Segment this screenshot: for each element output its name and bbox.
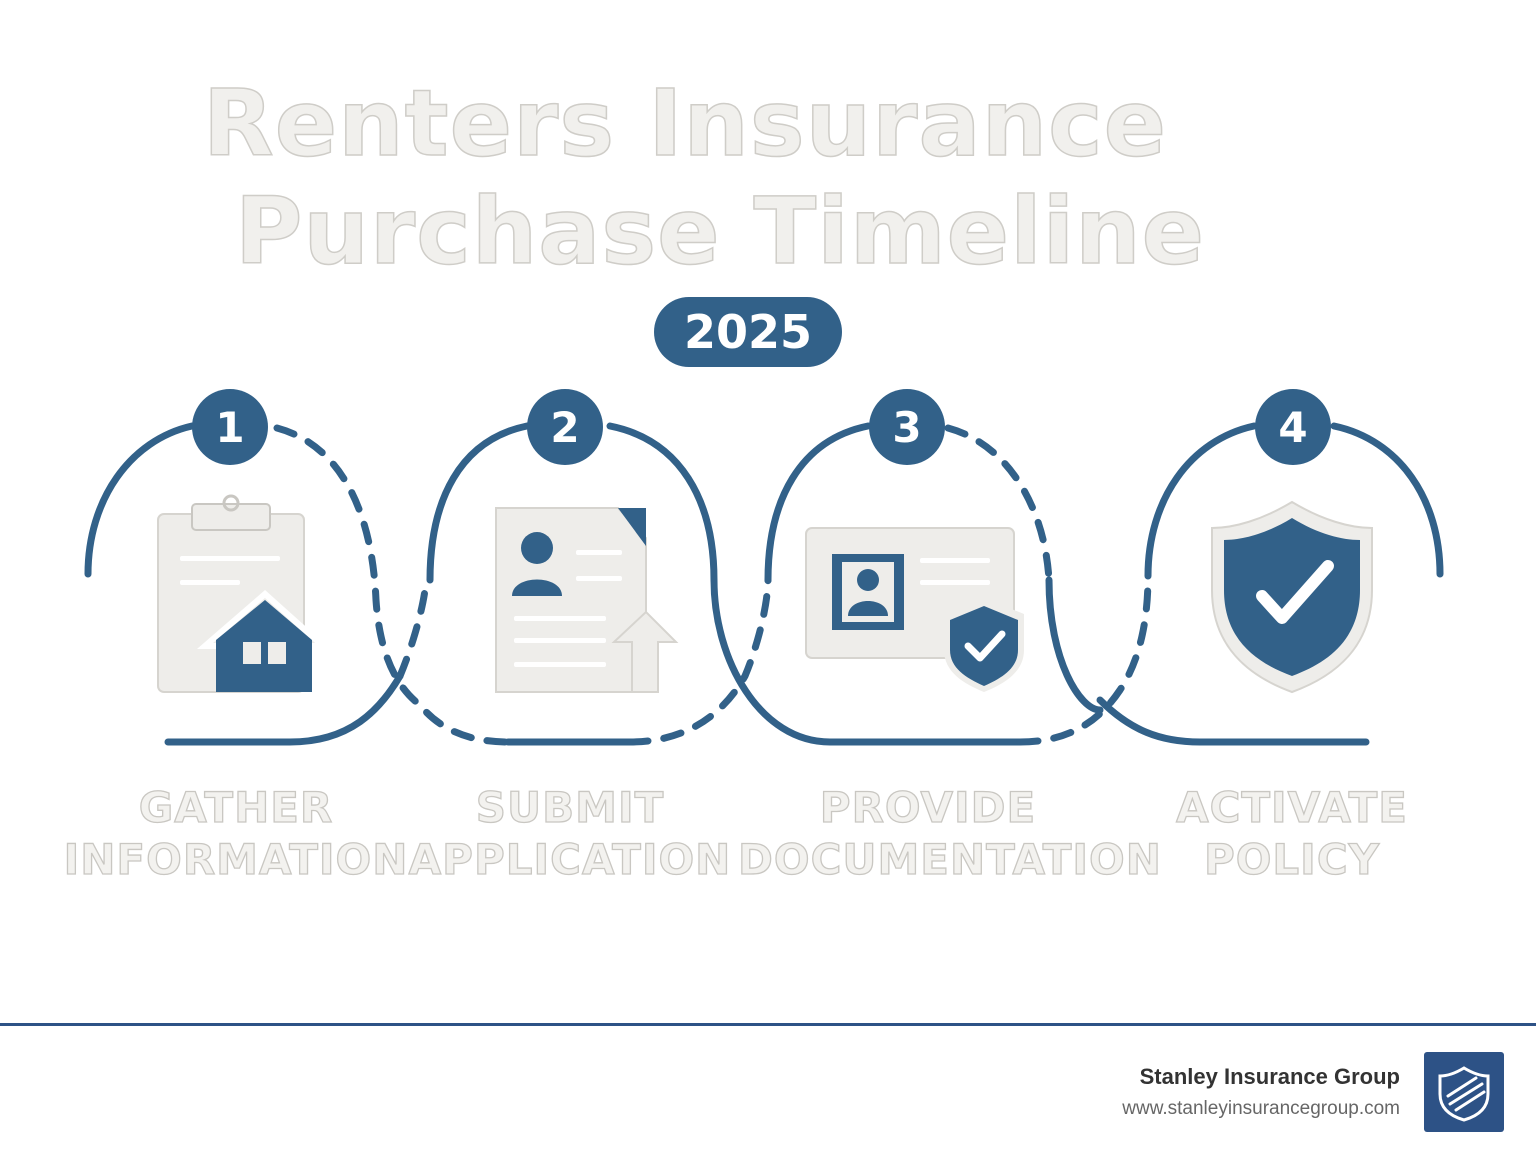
company-name: Stanley Insurance Group <box>1139 1064 1400 1089</box>
step-2-label-line-1: SUBMIT <box>475 782 665 832</box>
step-1-label-line-1: GATHER <box>138 782 334 832</box>
step-4-label-line-1: ACTIVATE <box>1175 782 1408 832</box>
title-line-1: Renters Insurance <box>202 69 1168 178</box>
step-1-number: 1 <box>192 389 268 465</box>
title-line-2: Purchase Timeline <box>234 177 1206 286</box>
step-3-label-line-2: DOCUMENTATION <box>737 834 1162 884</box>
company-url: www.stanleyinsurancegroup.com <box>1122 1098 1400 1119</box>
year-badge: 2025 <box>654 297 842 367</box>
step-2-number: 2 <box>527 389 603 465</box>
step-3-label-line-1: PROVIDE <box>819 782 1037 832</box>
step-2-label: SUBMIT APPLICATION <box>380 782 760 886</box>
document-upload-icon <box>495 507 679 693</box>
step-4-number: 4 <box>1255 389 1331 465</box>
step-1-label: GATHER INFORMATION <box>46 782 426 886</box>
timeline-diagram <box>84 422 1444 746</box>
timeline-path <box>84 422 1444 746</box>
step-3-number: 3 <box>869 389 945 465</box>
shield-logo-icon <box>1438 1066 1490 1122</box>
step-4-label-line-2: POLICY <box>1203 834 1381 884</box>
company-logo <box>1424 1052 1504 1132</box>
step-1-label-line-2: INFORMATION <box>63 834 409 884</box>
footer-divider <box>0 1023 1536 1026</box>
step-4-label: ACTIVATE POLICY <box>1102 782 1482 886</box>
shield-check-icon <box>1211 500 1373 694</box>
id-card-shield-icon <box>805 527 1024 692</box>
step-3-label: PROVIDE DOCUMENTATION <box>737 782 1162 886</box>
step-2-label-line-2: APPLICATION <box>408 834 732 884</box>
clipboard-house-icon <box>157 494 331 693</box>
page-title: Renters Insurance Purchase Timeline <box>0 69 1370 286</box>
